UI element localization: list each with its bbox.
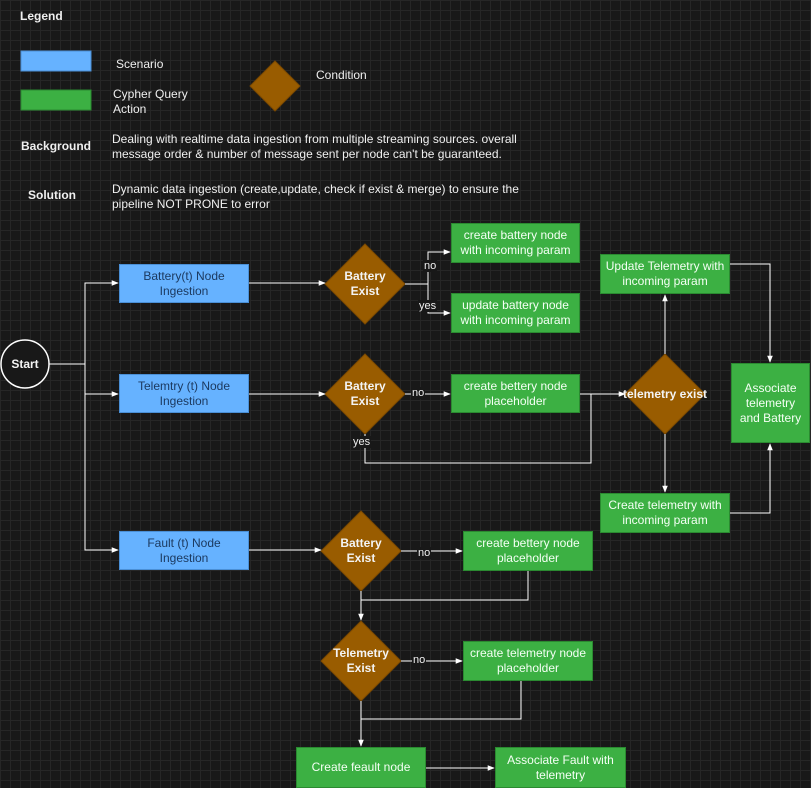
- edge-battery2-yes: [364, 394, 592, 464]
- edge-battery-no: [427, 249, 451, 284]
- edge-label-no-battery: no: [423, 260, 438, 272]
- associate-fault-telemetry-box[interactable]: Associate Fault with telemetry: [495, 747, 626, 788]
- edge-to-battery-ingestion: [84, 280, 119, 364]
- edge-label-yes-telemetry: yes: [352, 436, 372, 448]
- legend-scenario-swatch: [20, 50, 92, 72]
- telemetry-ingestion-box[interactable]: Telemtry (t) Node Ingestion: [119, 374, 249, 413]
- edge-create-telemetry-to-associate: [730, 443, 773, 514]
- create-fault-node-box[interactable]: Create feault node: [296, 747, 426, 788]
- battery-exist-label-1: Battery Exist: [344, 269, 386, 298]
- edge-to-telemetry-ingestion: [84, 364, 119, 397]
- update-telemetry-box[interactable]: Update Telemetry with incoming param: [600, 254, 730, 294]
- edge-battery-yes: [427, 284, 451, 316]
- telemetry-exist-label: telemetry exist: [622, 386, 708, 401]
- legend-scenario-label: Scenario: [116, 57, 164, 71]
- telemetry-exist-fault-label: Telemetry Exist: [333, 646, 389, 675]
- edge-to-fault-ingestion: [84, 394, 119, 553]
- fault-ingestion-box[interactable]: Fault (t) Node Ingestion: [119, 531, 249, 570]
- background-heading: Background: [21, 139, 92, 153]
- legend-action-label: Cypher Query Action: [113, 87, 188, 116]
- solution-heading: Solution: [28, 188, 76, 202]
- edge-label-no-fault-telemetry: no: [412, 654, 427, 666]
- create-telemetry-box[interactable]: Create telemetry with incoming param: [600, 493, 730, 533]
- start-label: Start: [11, 356, 39, 371]
- legend-action-swatch: [20, 89, 92, 111]
- battery-ingestion-box[interactable]: Battery(t) Node Ingestion: [119, 264, 249, 303]
- edge-telemetry-placeholder-merge: [361, 681, 522, 720]
- battery-exist-diamond-1[interactable]: [324, 243, 406, 325]
- battery-exist-label-2: Battery Exist: [344, 379, 386, 408]
- legend-condition-diamond: [249, 60, 301, 112]
- background-text: Dealing with realtime data ingestion fro…: [112, 132, 517, 161]
- create-battery-node-box[interactable]: create battery node with incoming param: [451, 223, 580, 263]
- edge-label-no-telemetry: no: [411, 387, 426, 399]
- edge-label-no-fault-battery: no: [417, 547, 432, 559]
- create-battery-placeholder-box-1[interactable]: create bettery node placeholder: [451, 374, 580, 413]
- update-battery-node-box[interactable]: update battery node with incoming param: [451, 293, 580, 333]
- legend-title: Legend: [20, 9, 63, 23]
- solution-text: Dynamic data ingestion (create,update, c…: [112, 182, 519, 211]
- edge-battery3-placeholder-merge: [361, 571, 529, 601]
- edge-label-yes-battery: yes: [418, 300, 438, 312]
- edge-update-telemetry-to-associate: [730, 263, 773, 363]
- create-battery-placeholder-box-2[interactable]: create bettery node placeholder: [463, 531, 593, 571]
- battery-exist-label-3: Battery Exist: [340, 536, 382, 565]
- create-telemetry-placeholder-box[interactable]: create telemetry node placeholder: [463, 641, 593, 681]
- associate-telemetry-battery-box[interactable]: Associate telemetry and Battery: [731, 363, 810, 443]
- legend-condition-label: Condition: [316, 68, 367, 82]
